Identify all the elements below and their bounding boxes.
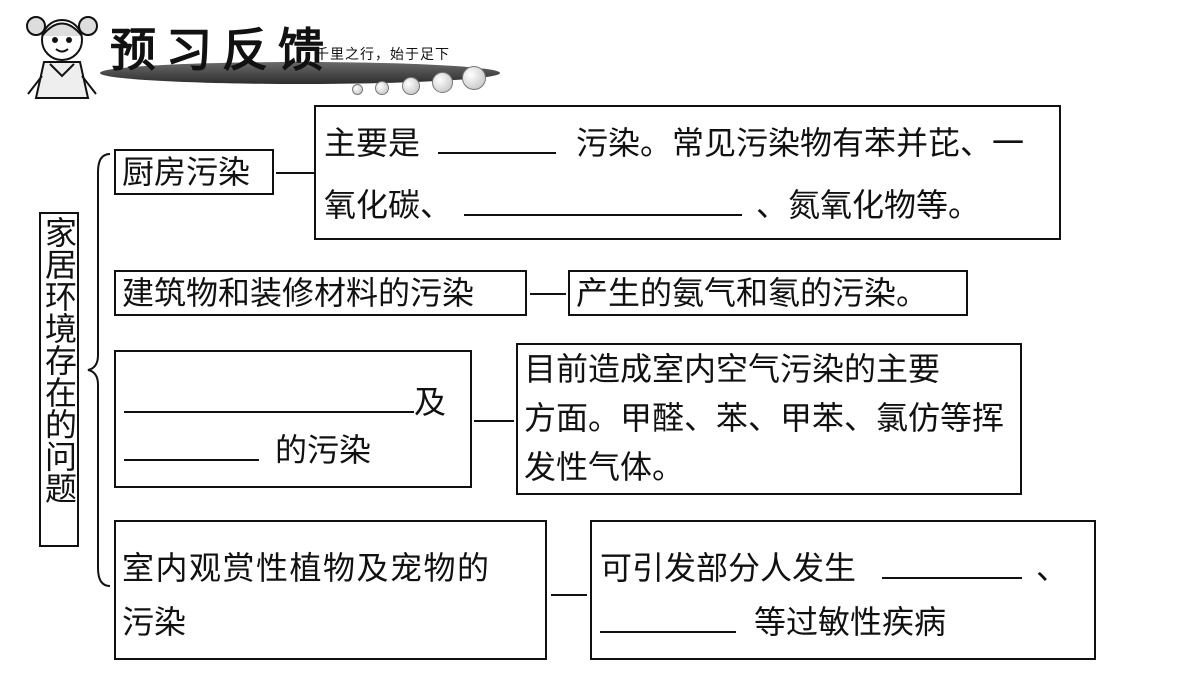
answer-blank[interactable] (124, 381, 414, 413)
answer-blank[interactable] (464, 184, 743, 216)
row-label: 的污染 (124, 428, 371, 472)
row-label: 污染 (122, 603, 187, 641)
desc-box: 可引发部分人发生、 等过敏性疾病 (590, 520, 1096, 660)
connector-dash (474, 420, 514, 422)
desc-line: 发性气体。 (524, 448, 685, 486)
answer-blank[interactable] (600, 601, 736, 633)
desc-line: 方面。甲醛、苯、甲苯、氯仿等挥 (524, 399, 1005, 437)
desc-line: 氧化碳、、氮氧化物等。 (324, 184, 981, 224)
row-label: 及 (124, 380, 446, 424)
decor-dot (352, 84, 363, 95)
main-topic-label: 家居环境存在的问题 (40, 216, 78, 504)
answer-blank[interactable] (438, 122, 557, 154)
connector-dash (530, 293, 566, 295)
label-box: 建筑物和装修材料的污染 (114, 270, 527, 316)
label-box: 厨房污染 (114, 149, 274, 195)
main-topic-box: 家居环境存在的问题 (39, 212, 79, 547)
row-label: 建筑物和装修材料的污染 (122, 274, 475, 312)
decor-dot (375, 81, 389, 95)
answer-blank[interactable] (124, 429, 259, 461)
connector-dash (551, 594, 587, 596)
decor-dot (432, 72, 453, 93)
desc-box: 产生的氨气和氡的污染。 (568, 270, 968, 316)
desc-line: 等过敏性疾病 (600, 600, 946, 644)
connector-dash (276, 172, 314, 174)
section-title: 预习反馈 (110, 23, 334, 77)
row-label: 室内观赏性植物及宠物的 (122, 549, 491, 587)
girl-mascot-icon (26, 16, 98, 99)
section-motto: 千里之行，始于足下 (315, 47, 450, 63)
row-label: 厨房污染 (122, 153, 251, 191)
desc-line: 目前造成室内空气污染的主要 (524, 350, 941, 388)
desc-box: 目前造成室内空气污染的主要 方面。甲醛、苯、甲苯、氯仿等挥 发性气体。 (516, 343, 1022, 495)
answer-blank[interactable] (882, 547, 1023, 579)
desc-line: 主要是污染。常见污染物有苯并芘、一 (324, 122, 1025, 162)
decor-dot (462, 66, 486, 90)
desc-line: 可引发部分人发生、 (600, 547, 1069, 587)
desc-line: 产生的氨气和氡的污染。 (576, 274, 929, 312)
curly-brace-icon (87, 153, 111, 587)
desc-box: 主要是污染。常见污染物有苯并芘、一 氧化碳、、氮氧化物等。 (314, 105, 1061, 240)
header-banner-bar (100, 62, 500, 84)
decor-dot (402, 77, 420, 95)
label-box: 及 的污染 (114, 350, 472, 488)
label-box: 室内观赏性植物及宠物的 污染 (114, 520, 547, 660)
